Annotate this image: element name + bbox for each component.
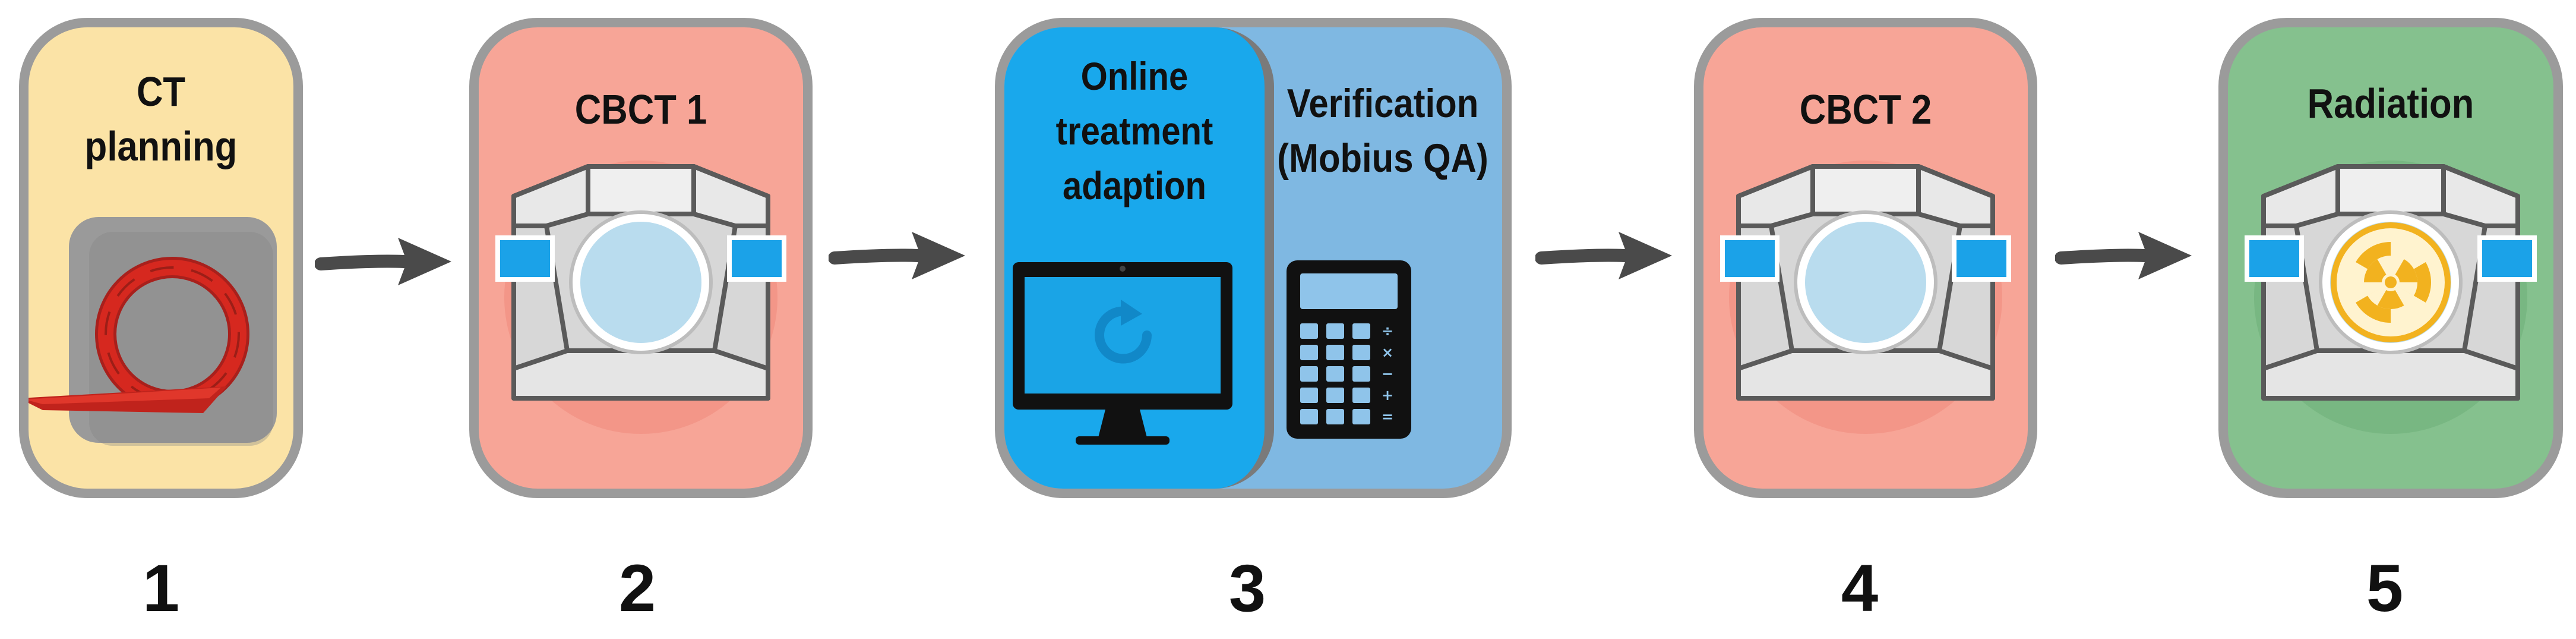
step-2-card: CBCT 1 — [469, 18, 813, 498]
step-4-card: CBCT 2 — [1694, 18, 2037, 498]
step-5-title: Radiation — [2307, 80, 2474, 127]
step-5-card: Radiation — [2218, 18, 2563, 498]
calculator-key — [1300, 345, 1318, 360]
calculator-key — [1326, 409, 1344, 424]
step-3-left-title: Online treatment adaption — [1055, 54, 1213, 207]
calculator-key — [1326, 345, 1344, 360]
linac-gantry-icon — [1720, 160, 2011, 434]
calculator-key — [1352, 388, 1370, 403]
step-1-number: 1 — [142, 551, 180, 625]
calculator-operator-key: + — [1381, 387, 1394, 404]
calculator-operator-key: − — [1381, 366, 1394, 382]
step-4-number: 4 — [1841, 551, 1879, 625]
linac-gantry-icon — [495, 160, 786, 434]
calculator-key — [1352, 409, 1370, 424]
arrow-2-to-3 — [829, 232, 965, 279]
step-2-title: CBCT 1 — [574, 86, 707, 133]
step-2-number: 2 — [618, 551, 656, 625]
ct-scanner-icon — [29, 217, 277, 446]
calculator-key — [1326, 388, 1344, 403]
calculator-operator-key: ÷ — [1381, 323, 1394, 339]
step-1-card: CT planning — [19, 18, 303, 498]
calculator-keypad: ÷ × − + = — [1300, 323, 1398, 430]
calculator-key — [1352, 345, 1370, 360]
arrow-4-to-5 — [2055, 232, 2192, 279]
calculator-key — [1326, 323, 1344, 339]
calculator-key — [1326, 366, 1344, 382]
calculator-key — [1352, 366, 1370, 382]
calculator-operator-key: × — [1381, 344, 1394, 361]
step-3-left-panel: Online treatment adaption — [1004, 27, 1274, 489]
arrow-3-to-4 — [1535, 232, 1672, 279]
step-1-title: CT planning — [84, 68, 238, 169]
monitor-refresh-icon — [1013, 262, 1232, 445]
arrow-1-to-2 — [315, 238, 451, 285]
step-4-title: CBCT 2 — [1799, 86, 1932, 133]
calculator-key — [1300, 388, 1318, 403]
calculator-key — [1300, 366, 1318, 382]
calculator-operator-key: = — [1381, 408, 1394, 425]
calculator-key — [1300, 409, 1318, 424]
step-5-number: 5 — [2366, 551, 2404, 625]
calculator-key — [1352, 323, 1370, 339]
calculator-key — [1300, 323, 1318, 339]
step-3-card: Verification (Mobius QA) ÷ × − + = Online tr… — [995, 18, 1512, 498]
radiation-gantry-icon — [2245, 160, 2537, 434]
step-3-right-panel: Verification (Mobius QA) ÷ × − + = — [1254, 27, 1502, 489]
step-3-right-title: Verification (Mobius QA) — [1277, 81, 1488, 181]
step-3-number: 3 — [1228, 551, 1266, 625]
